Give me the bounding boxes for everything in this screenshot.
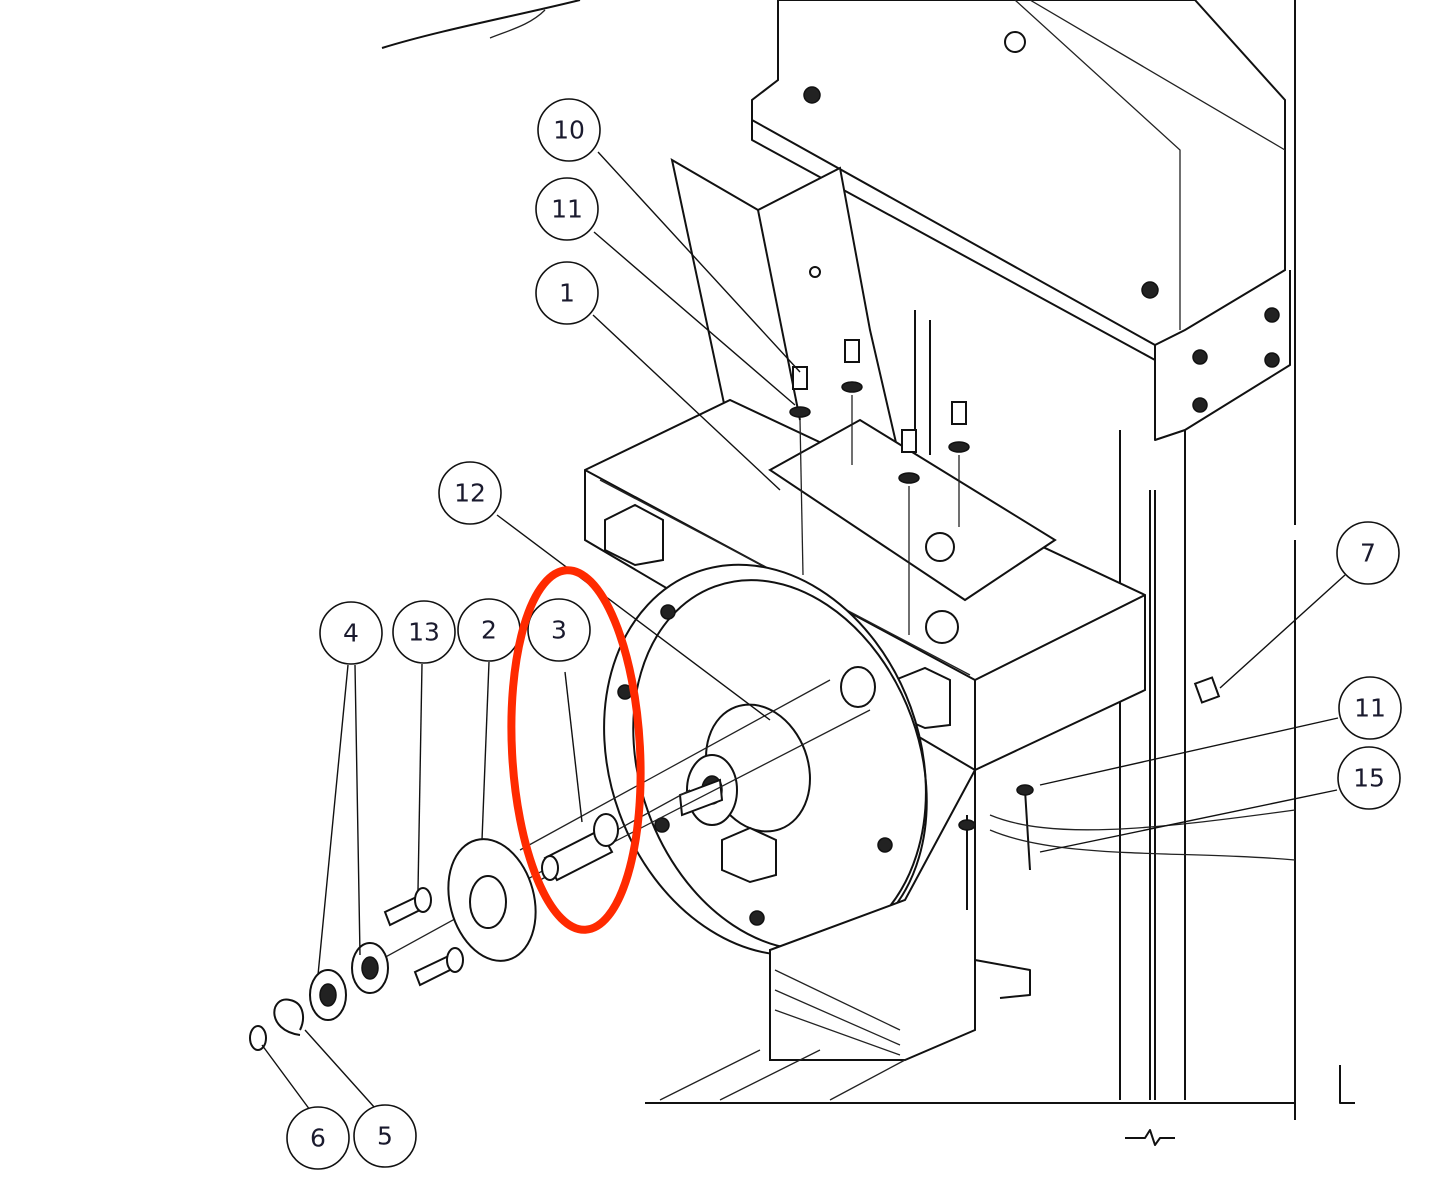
balloon-label: 1 [559, 279, 575, 308]
balloon-4: 4 [319, 601, 383, 665]
machine-frame [379, 0, 1355, 1146]
part-13-bolts [383, 887, 464, 987]
balloon-circle [353, 1104, 417, 1168]
balloon-label: 11 [1354, 694, 1386, 723]
balloon-10: 10 [537, 98, 601, 162]
highlight-circle [507, 566, 645, 934]
balloon-circle [319, 601, 383, 665]
balloon-circle [392, 600, 456, 664]
balloon-11: 11 [1338, 676, 1402, 740]
balloon-12: 12 [438, 461, 502, 525]
balloon-label: 15 [1353, 764, 1385, 793]
balloon-label: 7 [1360, 539, 1376, 568]
balloon-circle [438, 461, 502, 525]
balloon-label: 10 [553, 116, 585, 145]
balloon-7: 7 [1336, 521, 1400, 585]
part-2-flange [447, 838, 537, 962]
balloon-label: 2 [481, 616, 497, 645]
part-5-circlip [273, 998, 304, 1036]
balloon-label: 4 [343, 619, 359, 648]
balloon-3: 3 [527, 598, 591, 662]
balloon-15: 15 [1337, 746, 1401, 810]
part-3-shaft [541, 813, 619, 882]
balloon-circle [1336, 521, 1400, 585]
balloon-circle [535, 177, 599, 241]
balloon-circle [527, 598, 591, 662]
balloon-13: 13 [392, 600, 456, 664]
balloon-circle [535, 261, 599, 325]
part-4-bearings [309, 942, 389, 1021]
balloon-label: 6 [310, 1124, 326, 1153]
balloon-circle [1338, 676, 1402, 740]
balloon-circle [1337, 746, 1401, 810]
balloon-6: 6 [286, 1106, 350, 1170]
balloon-label: 13 [408, 618, 440, 647]
leader-lines [261, 151, 1346, 1111]
balloon-2: 2 [457, 598, 521, 662]
balloon-label: 11 [551, 195, 583, 224]
balloon-label: 12 [454, 479, 486, 508]
balloon-label: 5 [377, 1122, 393, 1151]
balloon-label: 3 [551, 616, 567, 645]
part-6-ring [249, 1025, 267, 1051]
balloon-circle [286, 1106, 350, 1170]
balloon-circle [537, 98, 601, 162]
balloon-1: 1 [535, 261, 599, 325]
balloon-11: 11 [535, 177, 599, 241]
balloon-5: 5 [353, 1104, 417, 1168]
